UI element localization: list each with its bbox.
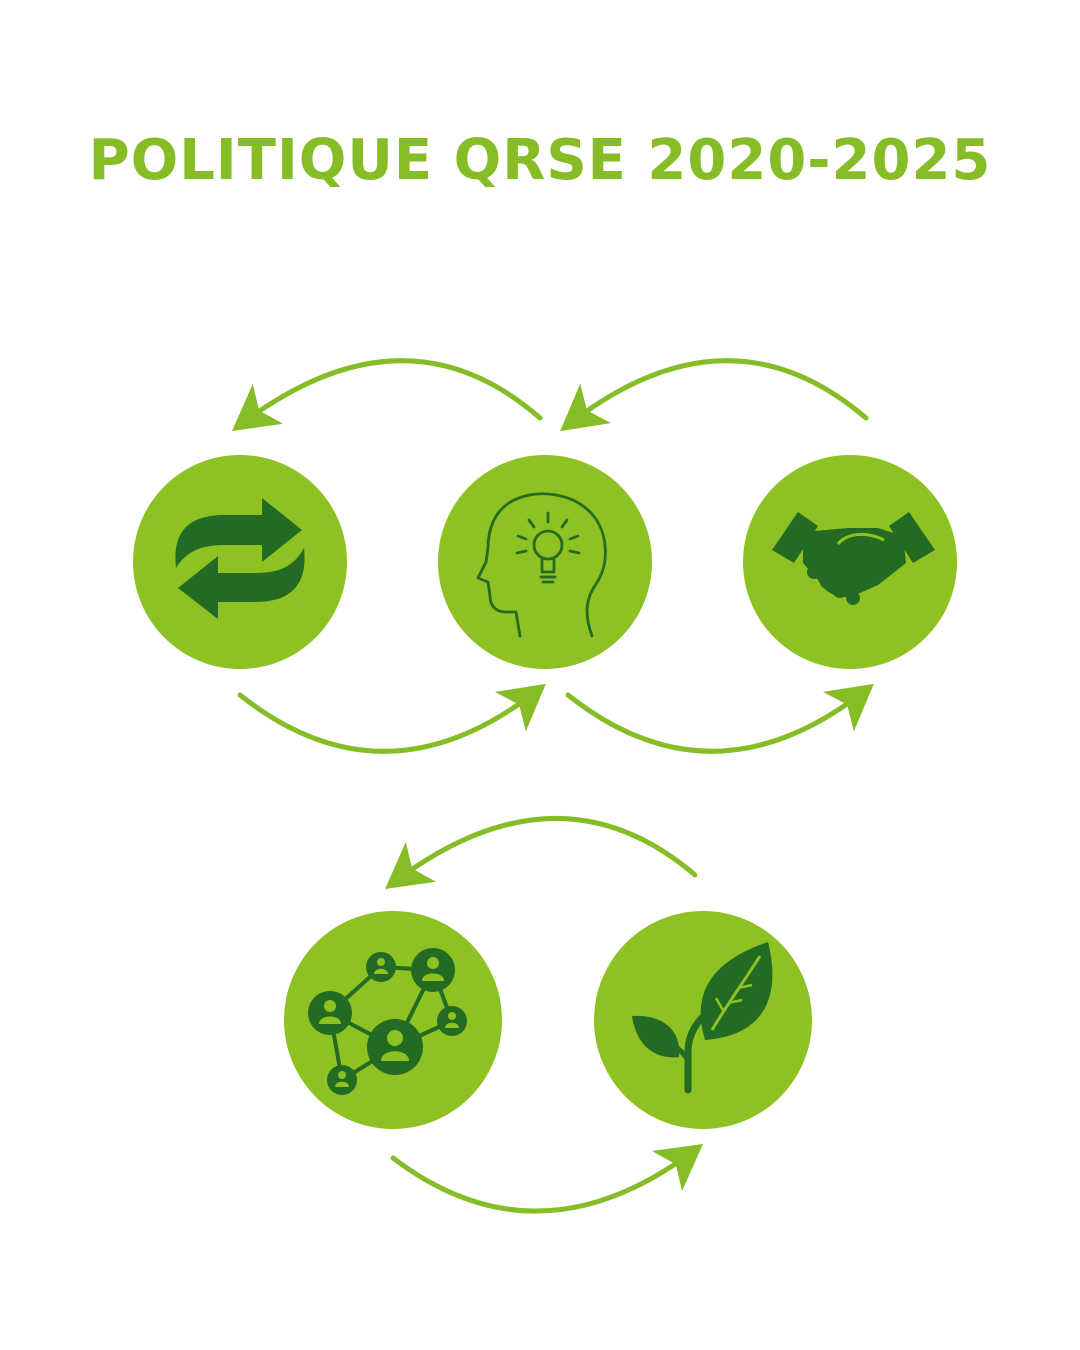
- handshake-icon: [772, 512, 935, 605]
- arrow-innovation-to-exchange: [232, 358, 543, 432]
- innovation-circle: [438, 455, 652, 669]
- leaf-plant-icon: [632, 942, 773, 1094]
- arrow-exchange-to-innovation: [237, 683, 546, 754]
- head-lightbulb-icon: [476, 492, 607, 638]
- arrow-partnership-to-innovation: [560, 358, 869, 432]
- exchange-arrows-icon: [175, 498, 305, 619]
- exchange-circle: [133, 455, 347, 669]
- arrow-environment-to-network: [385, 815, 698, 890]
- arrow-network-to-environment: [390, 1143, 703, 1214]
- arrow-innovation-to-partnership: [565, 683, 874, 754]
- page-title: POLITIQUE QRSE 2020-2025: [88, 128, 992, 193]
- people-network-icon: [308, 948, 467, 1095]
